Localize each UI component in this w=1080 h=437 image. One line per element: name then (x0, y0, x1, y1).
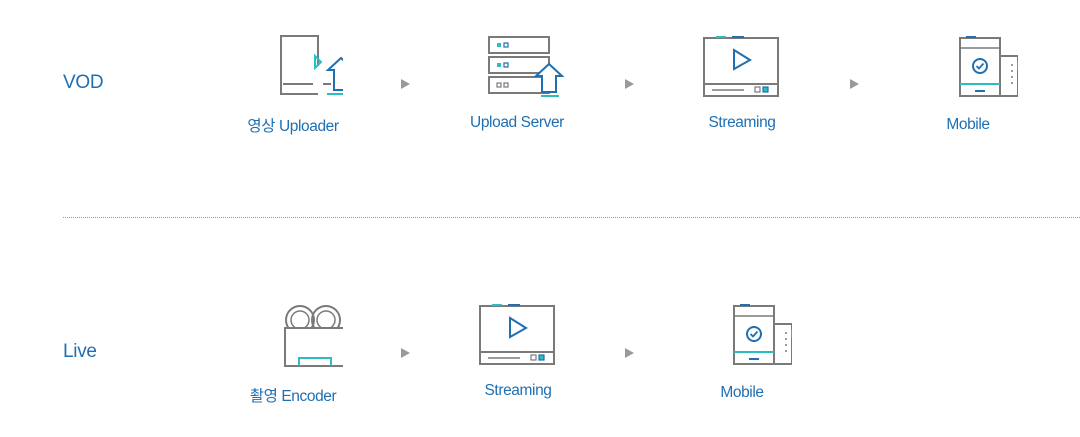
video-upload-icon (280, 35, 343, 95)
vod-step-streaming: Streaming (662, 34, 822, 132)
mobile-tablet-icon (959, 36, 1018, 97)
streaming-player-icon (479, 304, 555, 365)
live-step-streaming: Streaming (438, 302, 598, 400)
live-step-encoder: 촬영 Encoder (213, 302, 373, 406)
vod-row-label: VOD (63, 72, 104, 93)
vod-step-mobile-caption: Mobile (946, 116, 990, 133)
live-row-label: Live (63, 341, 97, 362)
live-step-mobile-caption: Mobile (720, 384, 764, 401)
vod-step-uploader-caption: 영상 Uploader (247, 118, 339, 135)
flow-arrow-icon (401, 348, 410, 358)
row-divider (63, 217, 1080, 218)
flow-arrow-icon (401, 79, 410, 89)
server-upload-icon (488, 36, 565, 97)
vod-step-uploader: 영상 Uploader (213, 34, 373, 136)
live-step-streaming-caption: Streaming (484, 382, 552, 399)
vod-step-mobile: Mobile (888, 34, 1048, 134)
vod-step-upload-server-caption: Upload Server (470, 114, 564, 131)
mobile-tablet-icon (733, 304, 792, 365)
streaming-player-icon (703, 36, 779, 97)
video-camera-icon (284, 305, 343, 367)
vod-step-streaming-caption: Streaming (708, 114, 776, 131)
flow-arrow-icon (625, 348, 634, 358)
flow-arrow-icon (850, 79, 859, 89)
live-step-mobile: Mobile (662, 302, 822, 402)
live-step-encoder-caption: 촬영 Encoder (249, 388, 337, 405)
vod-step-upload-server: Upload Server (437, 34, 597, 132)
flow-arrow-icon (625, 79, 634, 89)
